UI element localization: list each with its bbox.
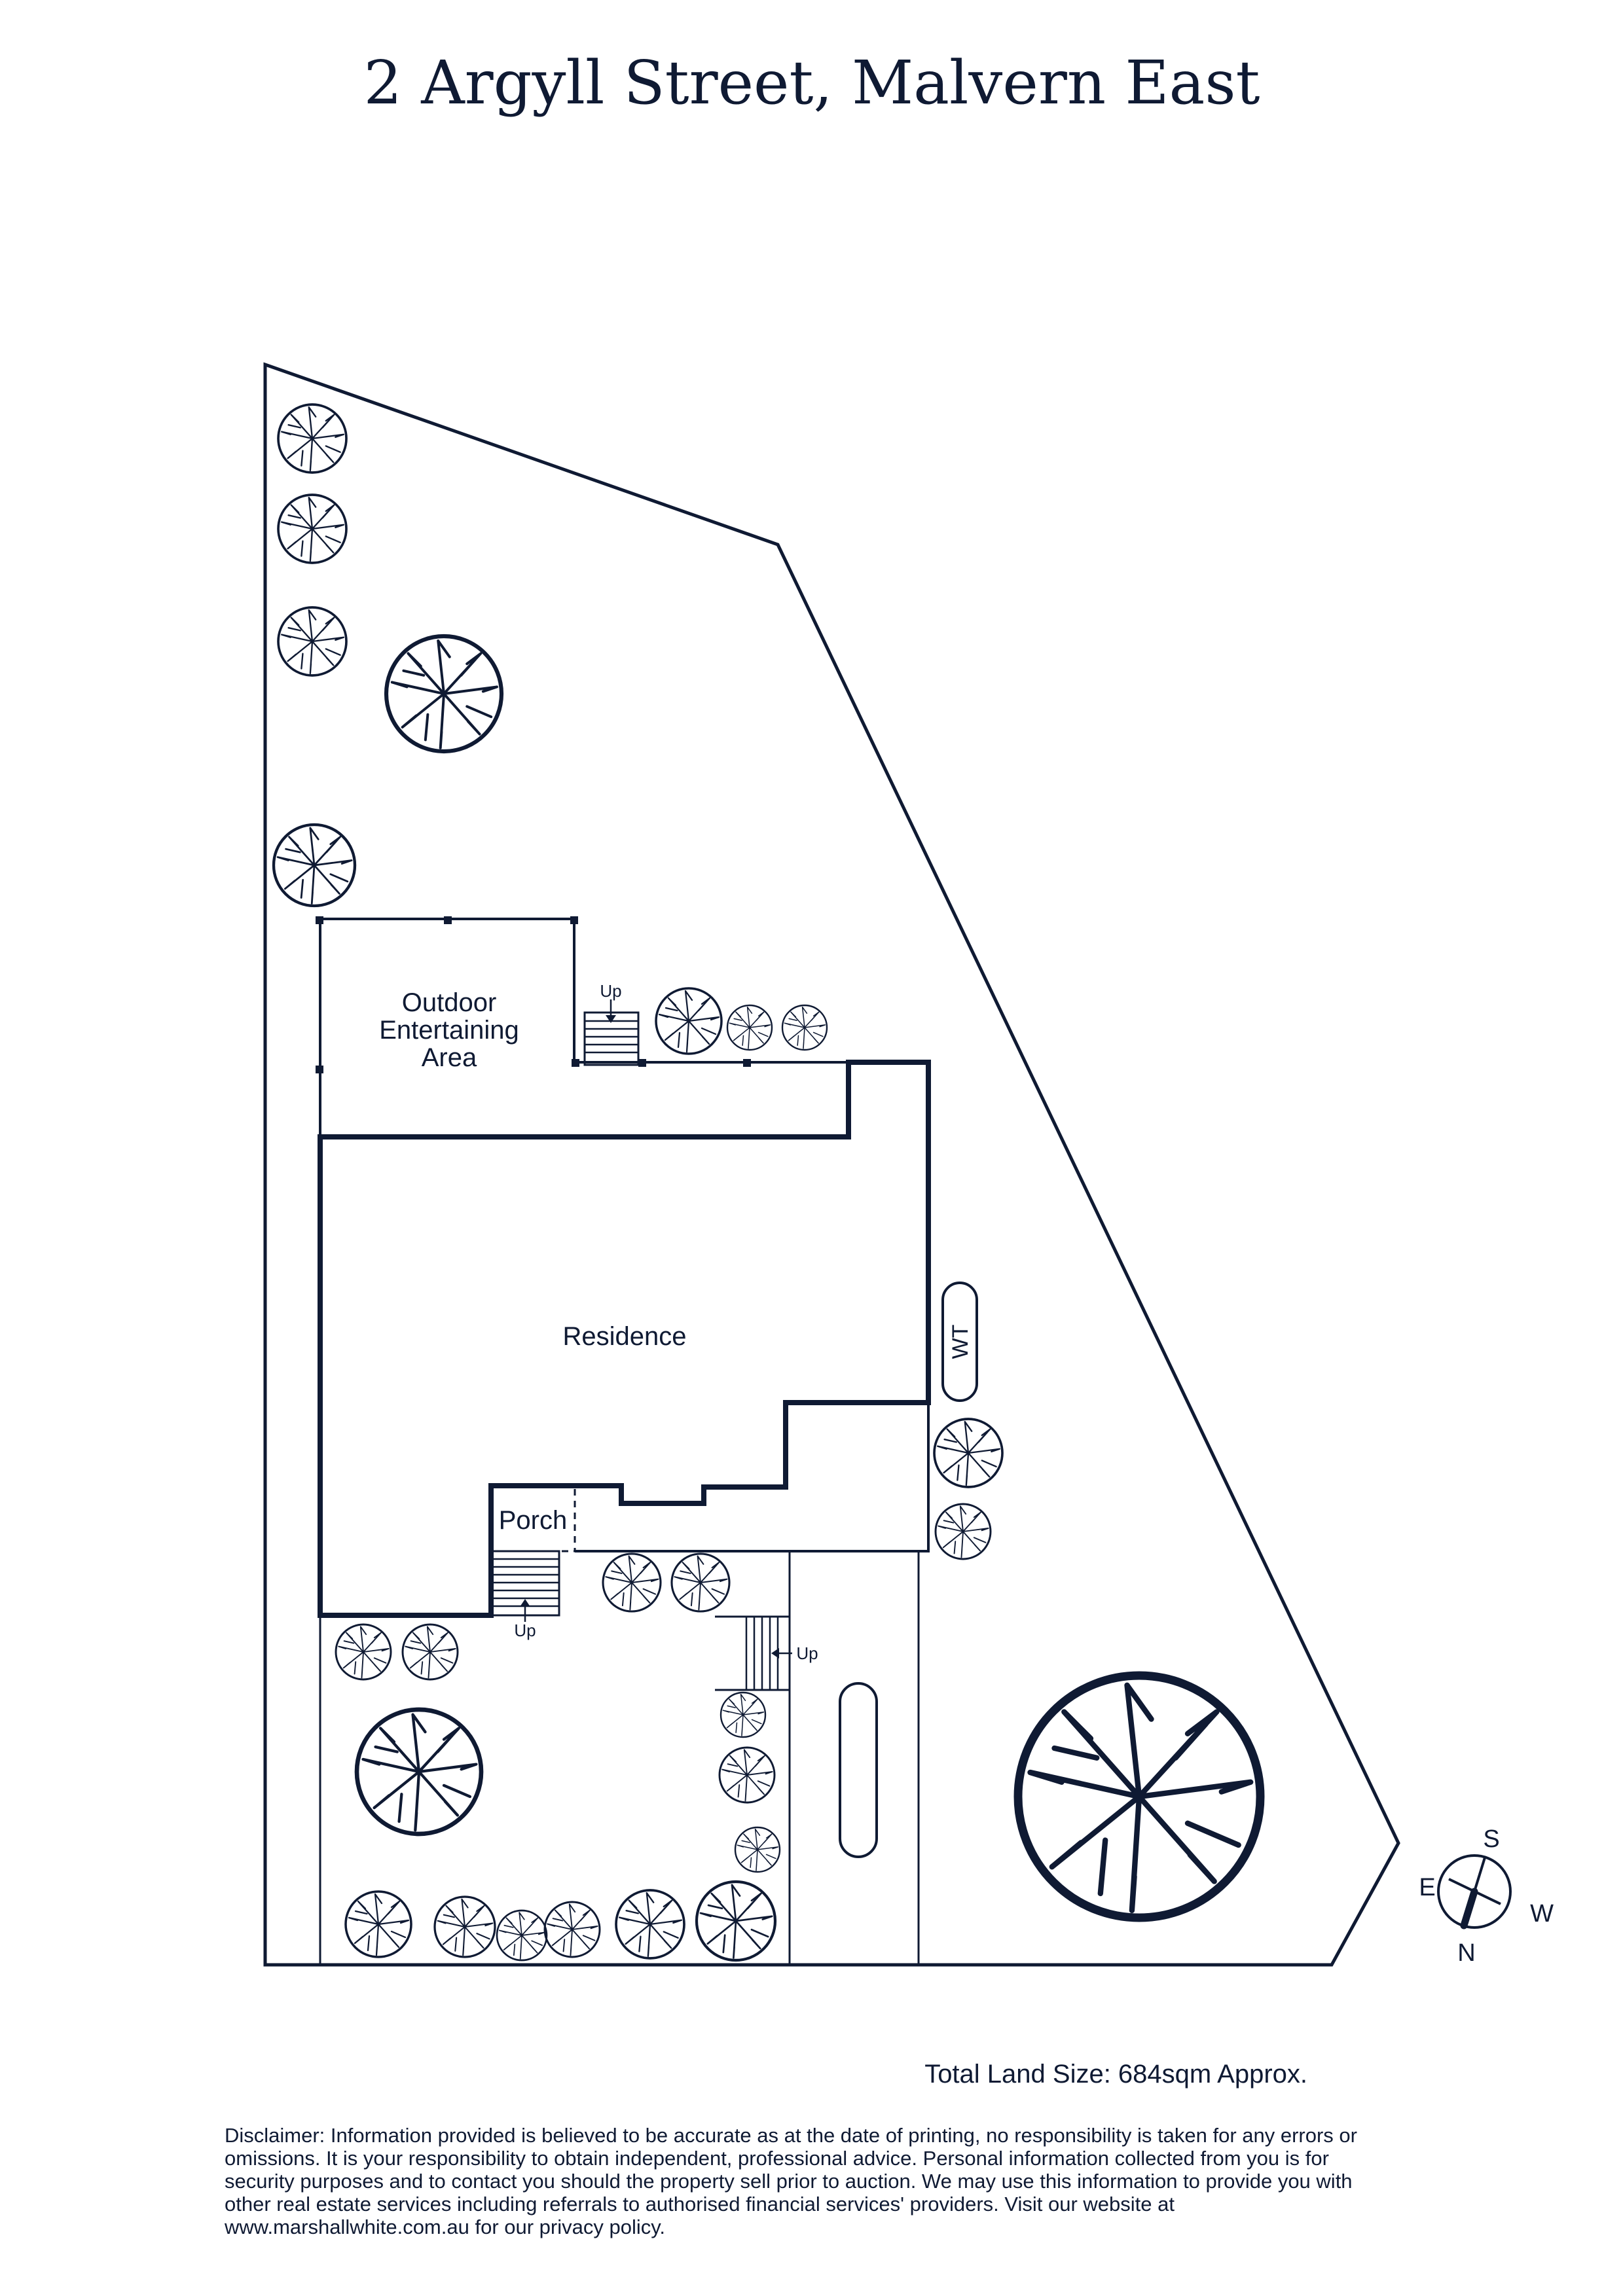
tree-icon [357,1710,481,1834]
tree-icon [720,1691,767,1738]
porch-label: Porch [499,1506,568,1535]
side-extension [575,1403,930,1552]
tree-icon [1018,1676,1260,1918]
tree-icon [734,1826,781,1873]
deck-arrow-icon [606,1015,616,1023]
tree-icon [933,1418,1004,1488]
deck-stairs-label: Up [600,981,621,1001]
tree-icon [934,1503,992,1560]
tree-icon [697,1882,775,1960]
tree-icon [602,1552,662,1613]
tree-icon [277,403,348,474]
outdoor-label-line2: Entertaining [379,1016,519,1045]
tree-icon [781,1004,828,1051]
yard-lines [319,1551,920,1965]
residence-label: Residence [562,1322,686,1351]
outdoor-label-line1: Outdoor [402,988,497,1017]
water-tank [941,1282,978,1402]
tree-icon [655,987,723,1055]
outdoor-label-line3: Area [422,1043,477,1072]
tree-icon [344,1890,412,1958]
tree-icon [433,1895,496,1958]
tree-icon [274,825,355,906]
tree-icon [401,1623,459,1681]
tree-icon [277,606,348,677]
page-title: 2 Argyll Street, Malvern East [363,48,1260,118]
porch-stairs-icon [490,1550,560,1622]
water-tank-label: WT [948,1325,973,1359]
compass-west: W [1530,1900,1554,1928]
compass-icon [1437,1854,1512,1929]
compass-north: N [1457,1939,1475,1967]
trees [274,403,1260,1962]
tree-icon [277,493,348,564]
garden-arrow-icon [771,1648,779,1659]
driveway-feature [839,1682,878,1858]
land-size: Total Land Size: 684sqm Approx. [924,2060,1307,2089]
tree-icon [496,1909,548,1962]
porch-stairs-label: Up [514,1621,536,1640]
compass-east: E [1419,1874,1435,1901]
garden-stairs-label: Up [796,1643,818,1663]
porch-arrow-icon [520,1599,530,1607]
tree-icon [386,636,501,751]
tree-icon [543,1901,601,1958]
disclaimer: Disclaimer: Information provided is beli… [225,2124,1357,2238]
property-boundary [263,362,1400,1967]
deck-stairs-icon [583,999,640,1066]
compass-south: S [1483,1825,1499,1853]
tree-icon [615,1889,685,1960]
garden-stairs-icon [715,1615,792,1691]
tree-icon [726,1004,773,1051]
tree-icon [718,1746,776,1804]
tree-icon [670,1552,731,1613]
outdoor-entertaining-area [316,916,848,1137]
tree-icon [335,1623,392,1681]
